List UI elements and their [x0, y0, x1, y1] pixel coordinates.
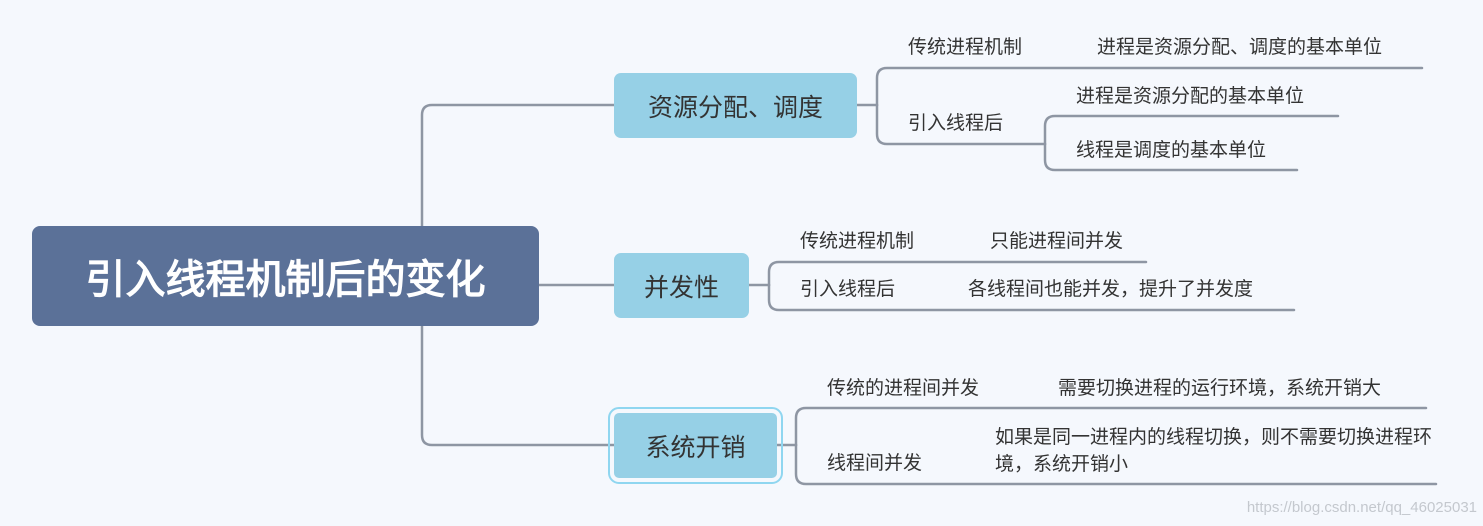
leaf-topic[interactable]: 线程是调度的基本单位: [1076, 139, 1267, 161]
subtopic-after-threads[interactable]: 引入线程后: [908, 112, 1004, 134]
connector-b2-c1: [767, 260, 1148, 287]
branch-label: 系统开销: [645, 432, 746, 462]
subtopic-after-threads[interactable]: 引入线程后: [800, 278, 896, 300]
subtopic-traditional-process[interactable]: 传统进程机制: [800, 230, 915, 252]
branch-label: 并发性: [643, 272, 719, 302]
connector-b3-c2: [794, 443, 1438, 486]
subtopic-traditional-process-concurrency[interactable]: 传统的进程间并发: [827, 377, 980, 399]
branch-concurrency[interactable]: 并发性: [614, 253, 749, 318]
leaf-topic[interactable]: 进程是资源分配的基本单位: [1076, 85, 1305, 107]
connector-b3-c1: [794, 406, 1428, 447]
branch-system-overhead[interactable]: 系统开销: [608, 407, 783, 484]
leaf-topic[interactable]: 进程是资源分配、调度的基本单位: [1097, 36, 1383, 58]
root-topic[interactable]: 引入线程机制后的变化: [32, 226, 539, 326]
leaf-topic[interactable]: 各线程间也能并发，提升了并发度: [968, 278, 1254, 300]
branch-label: 资源分配、调度: [647, 92, 823, 122]
connector-root-branch1: [420, 103, 616, 228]
leaf-topic[interactable]: 只能进程间并发: [990, 230, 1124, 252]
subtopic-traditional-process[interactable]: 传统进程机制: [908, 36, 1023, 58]
connector-b1-c2: [875, 103, 1047, 146]
connector-root-branch3: [420, 324, 616, 447]
subtopic-thread-concurrency[interactable]: 线程间并发: [827, 452, 923, 474]
root-topic-label: 引入线程机制后的变化: [85, 257, 486, 303]
connector-b2-c2: [767, 283, 1296, 312]
leaf-topic[interactable]: 如果是同一进程内的线程切换，则不需要切换进程环境，系统开销小: [995, 426, 1433, 475]
watermark: https://blog.csdn.net/qq_46025031: [1246, 499, 1477, 516]
connector-b1-c2-l2: [1043, 142, 1299, 172]
branch-resource-scheduling[interactable]: 资源分配、调度: [614, 73, 857, 138]
connector-b1-c2-l1: [1043, 114, 1340, 146]
leaf-topic[interactable]: 需要切换进程的运行环境，系统开销大: [1058, 377, 1382, 399]
connector-b1-c1: [875, 66, 1424, 107]
